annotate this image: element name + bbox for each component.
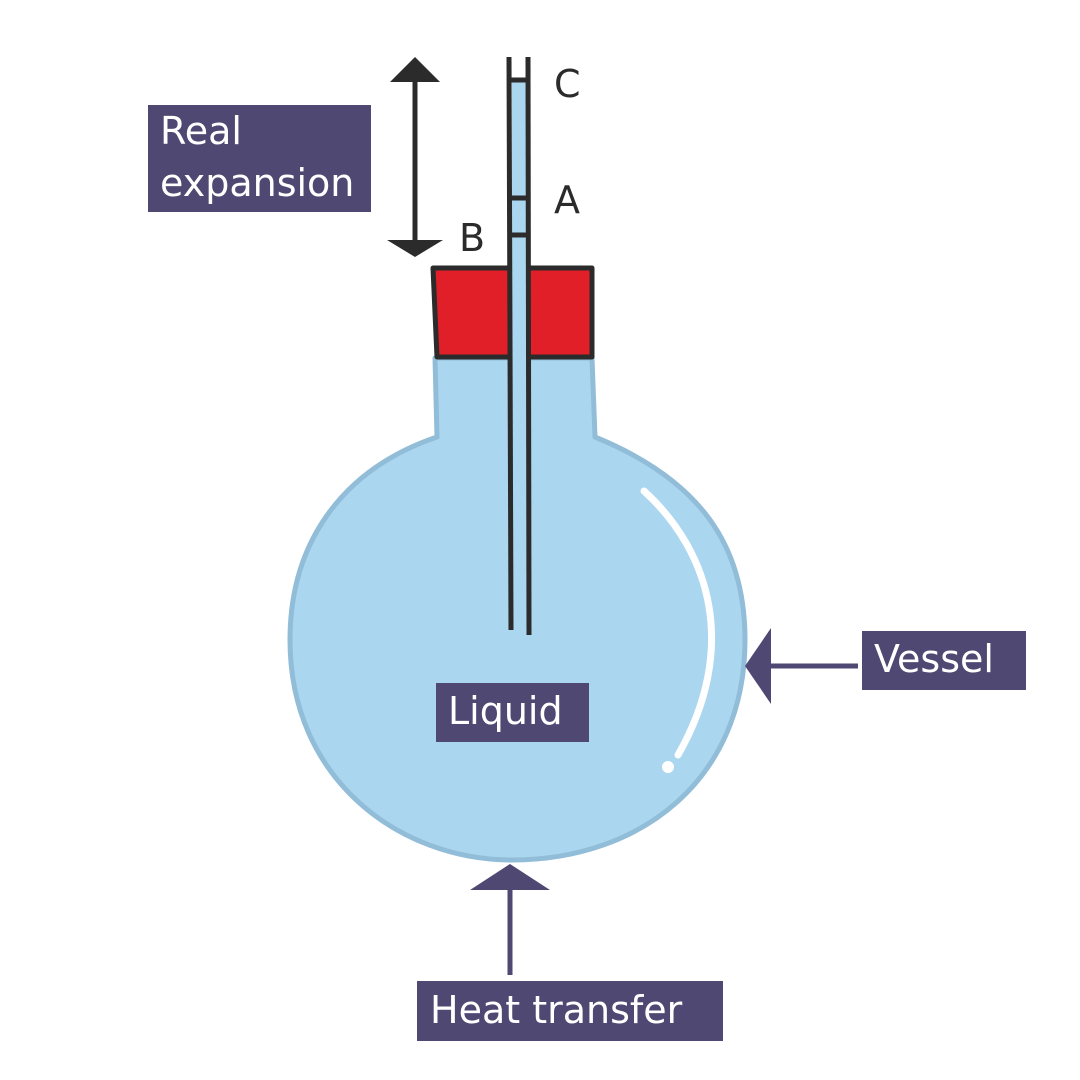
- glass-highlight: [640, 487, 716, 759]
- mark-a: A: [554, 178, 580, 222]
- vessel-label-box: [862, 631, 1026, 690]
- mark-c: C: [554, 62, 581, 106]
- tube-wall-right: [525, 56, 532, 636]
- heat-transfer-label: Heat transfer: [430, 988, 683, 1032]
- liquid-label: Liquid: [448, 689, 563, 733]
- glass-highlight-dot: [662, 761, 674, 773]
- arrow-down-icon: [387, 240, 443, 257]
- arrow-up-heat-icon: [470, 864, 550, 890]
- tube-liquid: [512, 82, 528, 634]
- liquid-label-box: [436, 683, 589, 742]
- real-expansion-label-line1: Real: [160, 109, 242, 153]
- tube-wall-left: [506, 56, 514, 631]
- real-expansion-label-box: [148, 105, 371, 212]
- vessel-label: Vessel: [874, 637, 994, 681]
- mark-b: B: [459, 216, 485, 260]
- arrow-left-icon: [745, 628, 771, 704]
- real-expansion-label-line2: expansion: [160, 161, 354, 205]
- arrow-up-icon: [390, 57, 440, 82]
- heat-transfer-label-box: [417, 981, 723, 1041]
